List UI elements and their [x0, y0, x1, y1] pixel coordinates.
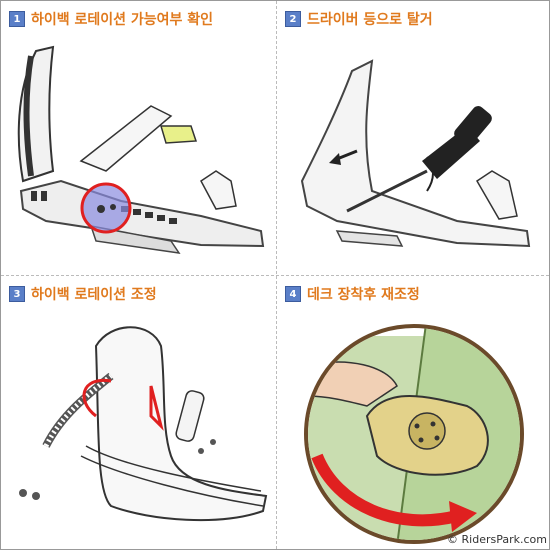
step-panel-2: 2 드라이버 등으로 탈거 [277, 1, 550, 275]
step-number-badge: 1 [9, 11, 25, 27]
step-panel-4: 4 데크 장착후 재조정 © Riders [277, 276, 550, 550]
copyright-credit: © RidersPark.com [447, 533, 547, 546]
screwdriver-icon [300, 59, 531, 248]
step-title: 데크 장착후 재조정 [307, 287, 420, 303]
step-title-row: 2 드라이버 등으로 탈거 [285, 10, 433, 28]
step-number-badge: 4 [285, 286, 301, 302]
step-panel-1: 1 하이백 로테이션 가능여부 확인 [1, 1, 275, 275]
snowboard-binding-icon [17, 45, 265, 254]
step-title: 하이백 로테이션 조정 [31, 287, 157, 303]
step-number-badge: 2 [285, 11, 301, 27]
step-title-row: 1 하이백 로테이션 가능여부 확인 [9, 10, 213, 28]
step-title-row: 3 하이백 로테이션 조정 [9, 285, 157, 303]
step-number-badge: 3 [9, 286, 25, 302]
rotate-arrow-icon [304, 324, 524, 544]
step-panel-3: 3 하이백 로테이션 조정 [1, 276, 275, 550]
highback-icon [19, 326, 268, 522]
step-title-row: 4 데크 장착후 재조정 [285, 285, 420, 303]
step-title: 드라이버 등으로 탈거 [307, 12, 433, 28]
horizontal-divider [1, 275, 549, 276]
step-title: 하이백 로테이션 가능여부 확인 [31, 12, 214, 28]
